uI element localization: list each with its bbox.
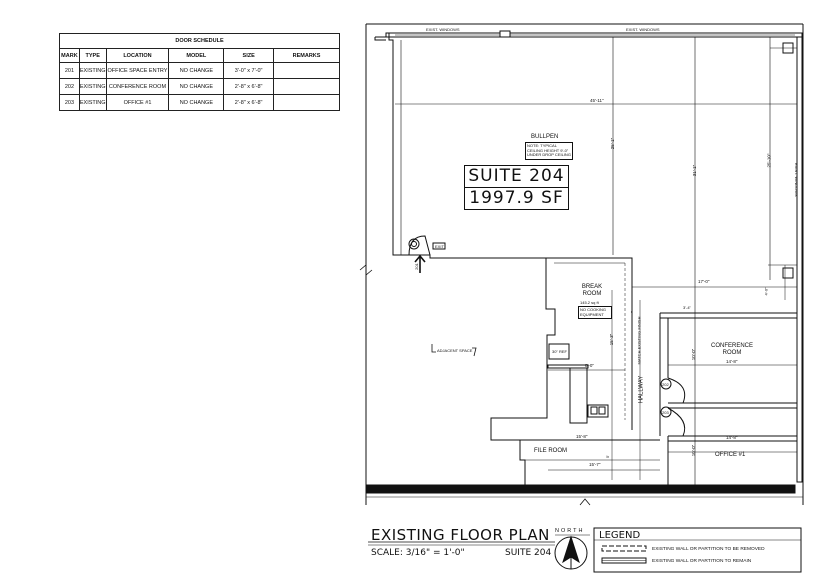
room-label-conference: CONFERENCE ROOM xyxy=(710,343,753,356)
legend-title: LEGEND xyxy=(599,530,641,541)
dim-break-width: 17'-0" xyxy=(698,279,710,284)
dim-break-depth: 15'-3" xyxy=(609,333,615,346)
dim-file-bottom: 15'-7" xyxy=(589,462,601,467)
entry-arrow-icon xyxy=(414,254,426,273)
ref-label: 30" REF xyxy=(552,349,567,354)
cell-model: NO CHANGE xyxy=(168,78,225,95)
exit-sign xyxy=(432,242,446,250)
drawing-suite: SUITE 204 xyxy=(505,548,552,558)
room-label-office-1: OFFICE #1 xyxy=(715,452,746,458)
door-mark-202: 202 xyxy=(662,382,669,387)
entry-door-hub xyxy=(408,238,420,250)
window-label-right: EXIST. WINDOWS xyxy=(794,163,799,197)
refrigerator xyxy=(548,343,570,360)
break-room-area: 145.2 sq ft xyxy=(580,300,599,305)
dim-office-depth: 10'-0" xyxy=(691,444,697,457)
bottom-exterior-wall xyxy=(365,484,792,494)
legend-swatch-remove xyxy=(601,545,647,552)
door-tag-203 xyxy=(660,406,672,418)
room-label-hallway: HALLWAY xyxy=(638,375,645,404)
cell-location: OFFICE #1 xyxy=(105,94,170,111)
dim-overall-width: 45'-11" xyxy=(590,98,604,103)
window-label-top-2: EXIST. WINDOWS xyxy=(626,27,660,32)
door-swing-203 xyxy=(667,407,686,437)
break-note: NO COOKING EQUIPMENT xyxy=(578,306,612,319)
dim-ref: 8'-0" xyxy=(585,363,594,368)
cell-remarks xyxy=(273,94,340,111)
room-label-adjacent: ADJACENT SPACE xyxy=(437,348,473,353)
room-label-file: FILE ROOM xyxy=(534,448,568,454)
column-square xyxy=(782,267,794,279)
dim-office-width: 14'-8" xyxy=(726,435,738,440)
dim-conf-width: 14'-8" xyxy=(726,359,738,364)
dim-conf-depth: 10'-0" xyxy=(691,348,697,361)
dim-file-depth: 5' xyxy=(605,455,610,458)
door-mark-203: 203 xyxy=(662,410,669,415)
entry-door-mark: 201 xyxy=(413,263,419,270)
break-room-walls xyxy=(409,254,556,485)
legend-remove-label: EXISTING WALL OR PARTITION TO BE REMOVED xyxy=(652,547,765,552)
dim-file-width: 15'-8" xyxy=(576,434,588,439)
elevation-note: MATCH EXISTING FINISH xyxy=(636,316,642,365)
door-schedule-table: DOOR SCHEDULE MARK TYPE LOCATION MODEL S… xyxy=(59,33,340,111)
cell-mark: 203 xyxy=(59,94,80,111)
dim-right-depth-2: 25'-10" xyxy=(766,153,772,168)
room-label-bullpen: BULLPEN xyxy=(531,134,559,140)
dim-corner: 4'-0" xyxy=(763,287,769,296)
column-marker xyxy=(499,30,511,38)
right-exterior-wall xyxy=(796,36,803,483)
dim-hall: 3'-4" xyxy=(683,305,691,310)
cell-model: NO CHANGE xyxy=(168,94,225,111)
dim-bullpen-depth: 25'-1" xyxy=(610,137,616,150)
window-label-top-1: EXIST. WINDOWS xyxy=(426,27,460,32)
bullpen-note: NOTE: TYPICAL CEILING HEIGHT 9'-0" UNDER… xyxy=(525,142,573,160)
suite-area: 1997.9 SF xyxy=(469,188,564,208)
table-row: 202 EXISTING CONFERENCE ROOM NO CHANGE 2… xyxy=(59,78,340,95)
room-label-break: BREAK ROOM xyxy=(581,284,603,297)
dim-right-depth-1: 31'-1" xyxy=(692,164,698,177)
legend-remain-label: EXISTING WALL OR PARTITION TO REMAIN xyxy=(652,559,752,564)
legend-box xyxy=(593,527,802,573)
entry-door-swing xyxy=(408,235,431,256)
table-row: 203 EXISTING OFFICE #1 NO CHANGE 2'-8" x… xyxy=(59,94,340,111)
drawing-title: EXISTING FLOOR PLAN xyxy=(371,526,550,544)
north-label: NORTH xyxy=(555,528,585,534)
sink xyxy=(587,404,609,418)
exit-label: EXIT xyxy=(435,244,444,249)
door-swing-202 xyxy=(667,377,686,404)
counter xyxy=(547,364,589,369)
left-wall xyxy=(375,32,409,256)
suite-label-box: SUITE 204 1997.9 SF xyxy=(464,165,569,210)
break-line-left xyxy=(359,264,373,276)
suite-name: SUITE 204 xyxy=(465,166,568,188)
drawing-scale: SCALE: 3/16" = 1'-0" xyxy=(371,548,465,558)
door-tag-202 xyxy=(660,378,672,390)
break-line-bottom xyxy=(579,498,591,506)
